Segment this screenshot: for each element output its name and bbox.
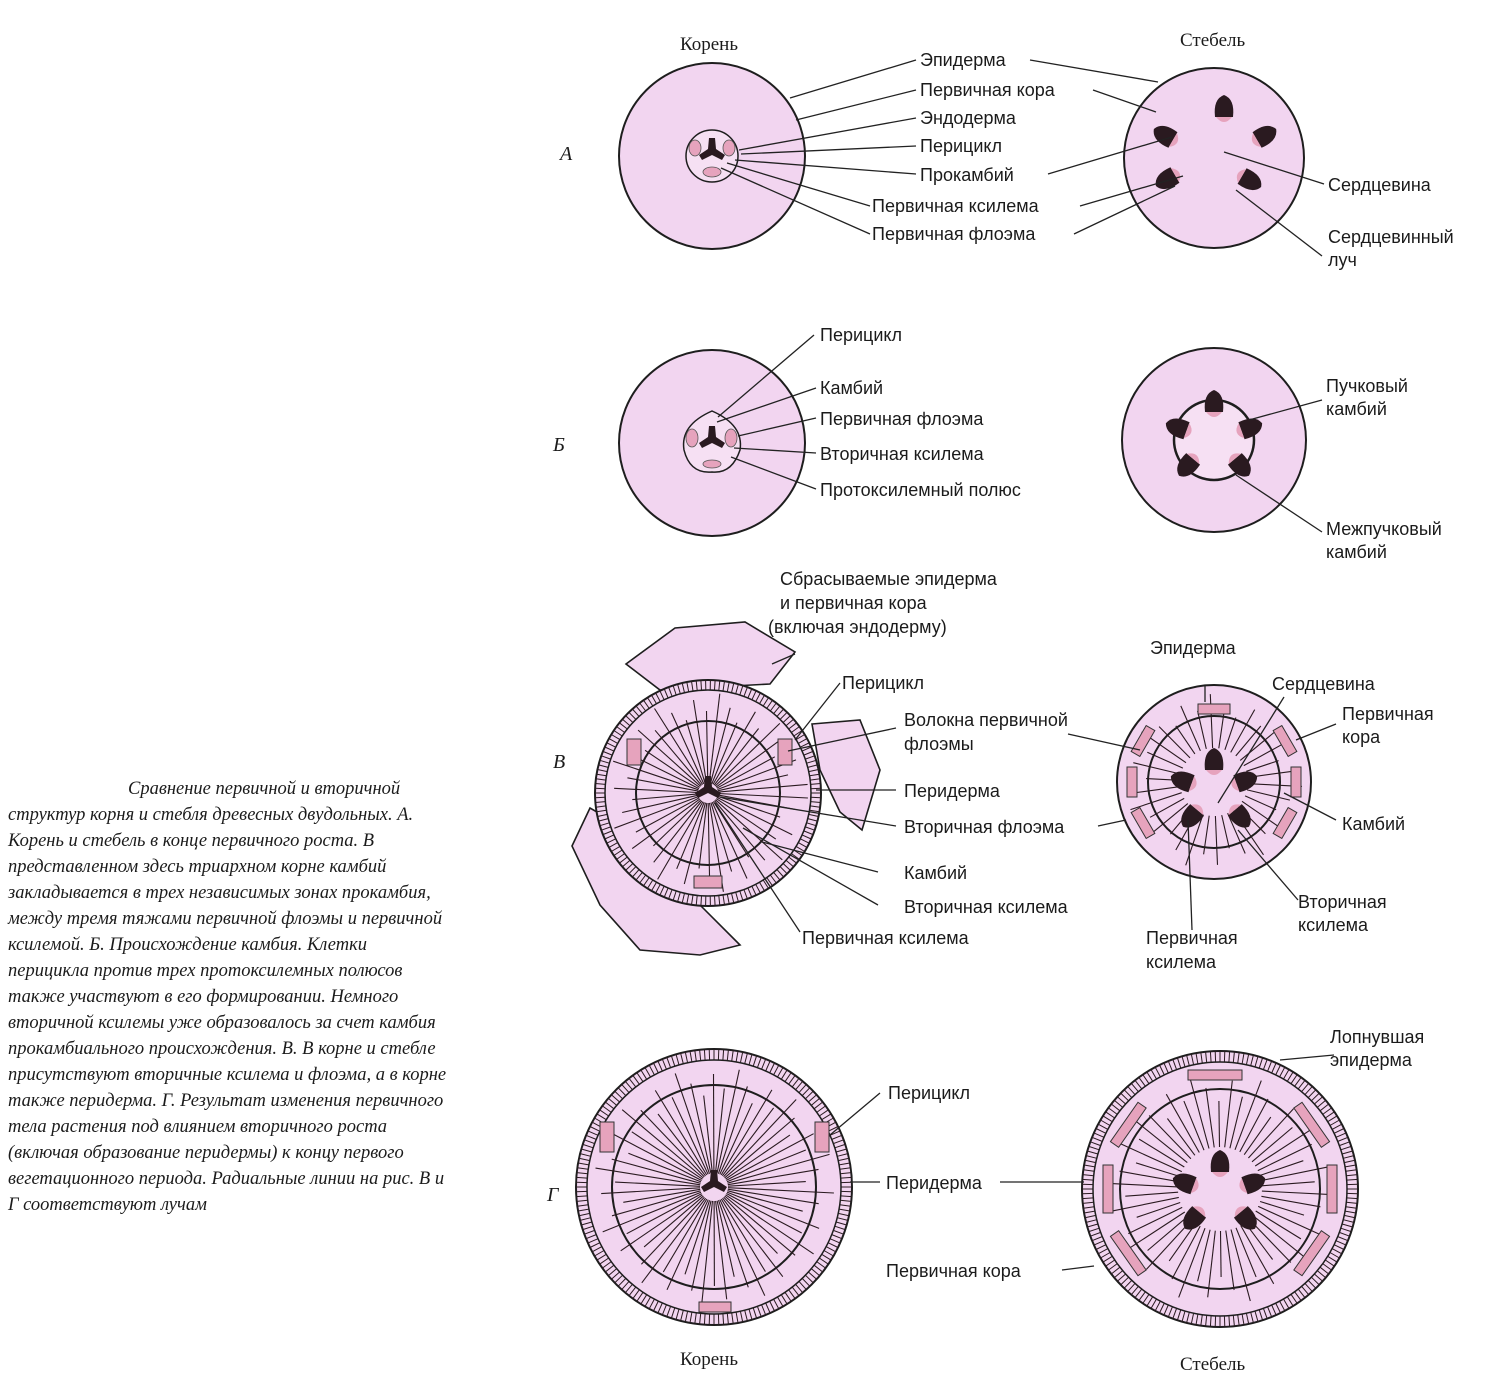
periderm-hatch-line <box>715 896 716 906</box>
header-root-bottom: Корень <box>680 1349 738 1370</box>
label-v-shed-1: Сбрасываемые эпидерма <box>780 569 998 589</box>
label-a-epidermis: Эпидерма <box>920 50 1007 70</box>
periderm-hatch-line <box>576 1177 587 1178</box>
label-g-cortex: Первичная кора <box>886 1261 1022 1281</box>
label-a-phloem: Первичная флоэма <box>872 224 1036 244</box>
header-root-top: Корень <box>680 34 738 55</box>
periderm-hatch-line <box>723 1314 724 1325</box>
label-g-pericycle: Перицикл <box>888 1083 970 1103</box>
stem-g <box>1082 1051 1358 1327</box>
periderm-hatch-line <box>1082 1179 1093 1180</box>
label-a-xylem: Первичная ксилема <box>872 196 1040 216</box>
label-v-pericycle: Перицикл <box>842 673 924 693</box>
periderm-hatch-line <box>704 1314 705 1325</box>
label-v-shed-3: (включая эндодерму) <box>768 617 947 637</box>
label-v-cambium: Камбий <box>904 863 967 883</box>
label-v-fibers-1: Волокна первичной <box>904 710 1068 730</box>
label-v-prim-xylem-r-1: Первичная <box>1146 928 1238 948</box>
panel-letter-v: В <box>553 751 565 773</box>
periderm-hatch-line <box>1210 1316 1211 1327</box>
stem-b <box>1122 348 1306 532</box>
panel-letters: А Б В Г <box>546 143 573 1206</box>
panel-letter-b: Б <box>552 434 565 456</box>
periderm-hatch-line <box>723 1049 724 1060</box>
panel-letter-g: Г <box>546 1184 560 1206</box>
label-b-fascicular-1: Пучковый <box>1326 376 1408 396</box>
label-a-pith-ray-1: Сердцевинный <box>1328 227 1454 247</box>
phloem-fiber-bar <box>1127 767 1137 797</box>
label-g-periderm: Перидерма <box>886 1173 983 1193</box>
label-b-interfascicular-2: камбий <box>1326 542 1387 562</box>
label-v-cambium-r: Камбий <box>1342 814 1405 834</box>
label-a-endodermis: Эндодерма <box>920 108 1017 128</box>
phloem-fiber-bar <box>1291 767 1301 797</box>
label-b-protoxylem: Протоксилемный полюс <box>820 480 1021 500</box>
periderm-hatch-line <box>841 1177 852 1178</box>
label-v-fibers-2: флоэмы <box>904 734 974 754</box>
label-v-cortex-1: Первичная <box>1342 704 1434 724</box>
label-v-prim-xylem-r-2: ксилема <box>1146 952 1217 972</box>
label-v-sec-xylem: Вторичная ксилема <box>904 897 1069 917</box>
label-v-periderm: Перидерма <box>904 781 1001 801</box>
periderm-hatch-line <box>1347 1198 1358 1199</box>
label-b-phloem: Первичная флоэма <box>820 409 984 429</box>
label-b-interfascicular-1: Межпучковый <box>1326 519 1442 539</box>
label-a-pericycle: Перицикл <box>920 136 1002 156</box>
periderm-hatch-line <box>701 896 702 906</box>
periderm-hatch-line <box>841 1196 852 1197</box>
panel-letter-a: А <box>558 143 573 165</box>
label-a-cortex: Первичная кора <box>920 80 1056 100</box>
periderm-hatch-line <box>701 680 702 690</box>
phloem-fiber-bar <box>1103 1165 1113 1213</box>
label-v-pith: Сердцевина <box>1272 674 1376 694</box>
label-v-sec-xylem-r-2: ксилема <box>1298 915 1369 935</box>
root-v <box>572 622 880 955</box>
label-a-procambium: Прокамбий <box>920 165 1014 185</box>
label-b-pericycle: Перицикл <box>820 325 902 345</box>
periderm-hatch-line <box>1082 1198 1093 1199</box>
label-a-pith-ray-2: луч <box>1328 250 1357 270</box>
periderm-hatch-line <box>1229 1051 1230 1062</box>
label-v-sec-xylem-r-1: Вторичная <box>1298 892 1387 912</box>
periderm-hatch-line <box>1347 1179 1358 1180</box>
label-v-shed-2: и первичная кора <box>780 593 928 613</box>
label-v-cortex-2: кора <box>1342 727 1381 747</box>
root-b <box>619 350 805 536</box>
periderm-hatch-line <box>1229 1316 1230 1327</box>
label-g-ruptured-2: эпидерма <box>1330 1050 1413 1070</box>
periderm-hatch-line <box>1210 1051 1211 1062</box>
header-stem-bottom: Стебель <box>1180 1354 1245 1375</box>
periderm-hatch-line <box>576 1196 587 1197</box>
label-v-epidermis: Эпидерма <box>1150 638 1237 658</box>
figure-caption: Сравнение первичной и вторичной структур… <box>8 776 450 1218</box>
periderm-hatch-line <box>704 1049 705 1060</box>
radial-ray-line <box>1219 1101 1220 1147</box>
label-v-prim-xylem: Первичная ксилема <box>802 928 970 948</box>
label-v-sec-phloem: Вторичная флоэма <box>904 817 1065 837</box>
label-b-cambium: Камбий <box>820 378 883 398</box>
radial-ray-line <box>1221 1231 1222 1277</box>
phloem-fiber-bar <box>1327 1165 1337 1213</box>
label-g-ruptured-1: Лопнувшая <box>1330 1027 1424 1047</box>
label-b-fascicular-2: камбий <box>1326 399 1387 419</box>
header-stem-top: Стебель <box>1180 30 1245 51</box>
periderm-hatch-line <box>715 680 716 690</box>
label-b-sec-xylem: Вторичная ксилема <box>820 444 985 464</box>
root-g <box>576 1049 852 1325</box>
stem-v <box>1117 685 1311 879</box>
label-a-pith: Сердцевина <box>1328 175 1432 195</box>
root-a <box>619 63 805 249</box>
